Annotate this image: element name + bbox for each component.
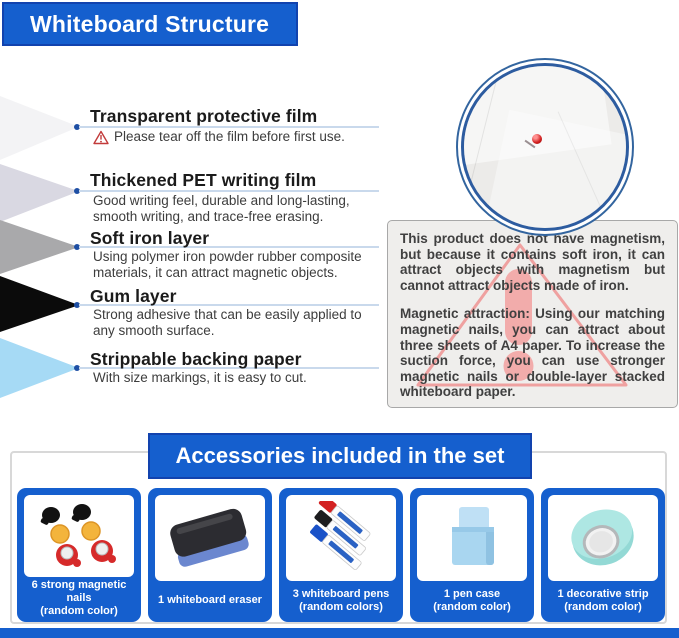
callout-dot xyxy=(74,365,80,371)
layer-swatch-protective-film xyxy=(0,96,79,160)
layer-swatch-pet-film xyxy=(0,164,79,222)
layer-description: Strong adhesive that can be easily appli… xyxy=(93,307,362,338)
callout-dot xyxy=(74,124,80,130)
page-title-bar: Whiteboard Structure xyxy=(2,2,298,46)
pen-case-icon xyxy=(452,507,494,565)
accessory-label: 3 whiteboard pens (random colors) xyxy=(279,581,403,622)
layer-description: With size markings, it is easy to cut. xyxy=(93,370,307,385)
callout-rule xyxy=(79,126,379,128)
accessory-name: 6 strong magnetic nails xyxy=(31,579,127,604)
accessory-label: 6 strong magnetic nails (random color) xyxy=(17,577,141,622)
accessory-photo xyxy=(417,495,527,581)
magnifier-photo xyxy=(461,63,629,231)
layer-heading: Gum layer xyxy=(90,286,177,306)
layer-swatch-backing-paper xyxy=(0,338,79,398)
magnetic-nails-icon xyxy=(40,504,116,567)
accessories-cards: 6 strong magnetic nails (random color) 1… xyxy=(17,488,665,622)
accessory-photo xyxy=(548,495,658,581)
decorative-strip-icon xyxy=(571,509,634,566)
callout-dot xyxy=(74,244,80,250)
layer-description: Using polymer iron powder rubber composi… xyxy=(93,249,362,280)
layer-heading: Strippable backing paper xyxy=(90,349,302,369)
accessory-card-eraser: 1 whiteboard eraser xyxy=(148,488,272,622)
accessory-photo xyxy=(24,495,134,577)
accessory-name: 1 whiteboard eraser xyxy=(158,594,262,606)
callout-rule xyxy=(79,304,379,306)
accessory-card-pens: 3 whiteboard pens (random colors) xyxy=(279,488,403,622)
layer-description: Good writing feel, durable and long-last… xyxy=(93,193,350,224)
layer-swatch-soft-iron xyxy=(0,220,79,274)
accessory-card-pen-case: 1 pen case (random color) xyxy=(410,488,534,622)
layer-swatch-gum xyxy=(0,276,79,332)
magnetism-info-text: This product does not have magnetism, bu… xyxy=(388,221,677,410)
accessory-note: (random color) xyxy=(40,605,118,617)
accessory-photo xyxy=(155,495,265,581)
accessory-note: (random colors) xyxy=(299,600,383,613)
red-magnetic-nail-icon xyxy=(524,132,546,150)
callout-dot xyxy=(74,188,80,194)
accessories-title-bar: Accessories included in the set xyxy=(148,433,532,479)
whiteboard-eraser-icon xyxy=(170,508,249,567)
accessory-label: 1 pen case (random color) xyxy=(410,581,534,622)
page-title: Whiteboard Structure xyxy=(30,11,270,37)
info-paragraph-2: Magnetic attraction: Using our matching … xyxy=(400,306,665,400)
accessory-name: 1 pen case xyxy=(443,587,501,600)
layer-heading: Thickened PET writing film xyxy=(90,170,317,190)
callout-dot xyxy=(74,302,80,308)
accessory-label: 1 decorative strip (random color) xyxy=(541,581,665,622)
callout-rule xyxy=(79,367,379,369)
accessory-card-magnetic-nails: 6 strong magnetic nails (random color) xyxy=(17,488,141,622)
accessory-label: 1 whiteboard eraser xyxy=(148,581,272,622)
layer-heading: Soft iron layer xyxy=(90,228,210,248)
callout-rule xyxy=(79,190,379,192)
pink-warning-triangle-icon xyxy=(416,243,628,387)
info-paragraph-1: This product does not have magnetism, bu… xyxy=(400,231,665,293)
magnetism-info-box: This product does not have magnetism, bu… xyxy=(387,220,678,408)
bottom-accent-bar xyxy=(0,628,679,638)
red-warning-triangle-icon xyxy=(93,130,109,145)
accessory-name: 3 whiteboard pens xyxy=(292,587,390,600)
whiteboard-pens-icon xyxy=(310,501,371,571)
accessories-title: Accessories included in the set xyxy=(175,443,505,468)
layer-description-text: Please tear off the film before first us… xyxy=(114,129,345,144)
accessory-note: (random color) xyxy=(433,600,511,613)
layer-description: Please tear off the film before first us… xyxy=(93,129,385,145)
accessory-card-decorative-strip: 1 decorative strip (random color) xyxy=(541,488,665,622)
accessory-name: 1 decorative strip xyxy=(557,587,649,600)
accessory-photo xyxy=(286,495,396,581)
callout-rule xyxy=(79,246,379,248)
layer-heading: Transparent protective film xyxy=(90,106,318,126)
accessory-note: (random color) xyxy=(564,600,642,613)
magnifier-circle xyxy=(456,58,634,236)
